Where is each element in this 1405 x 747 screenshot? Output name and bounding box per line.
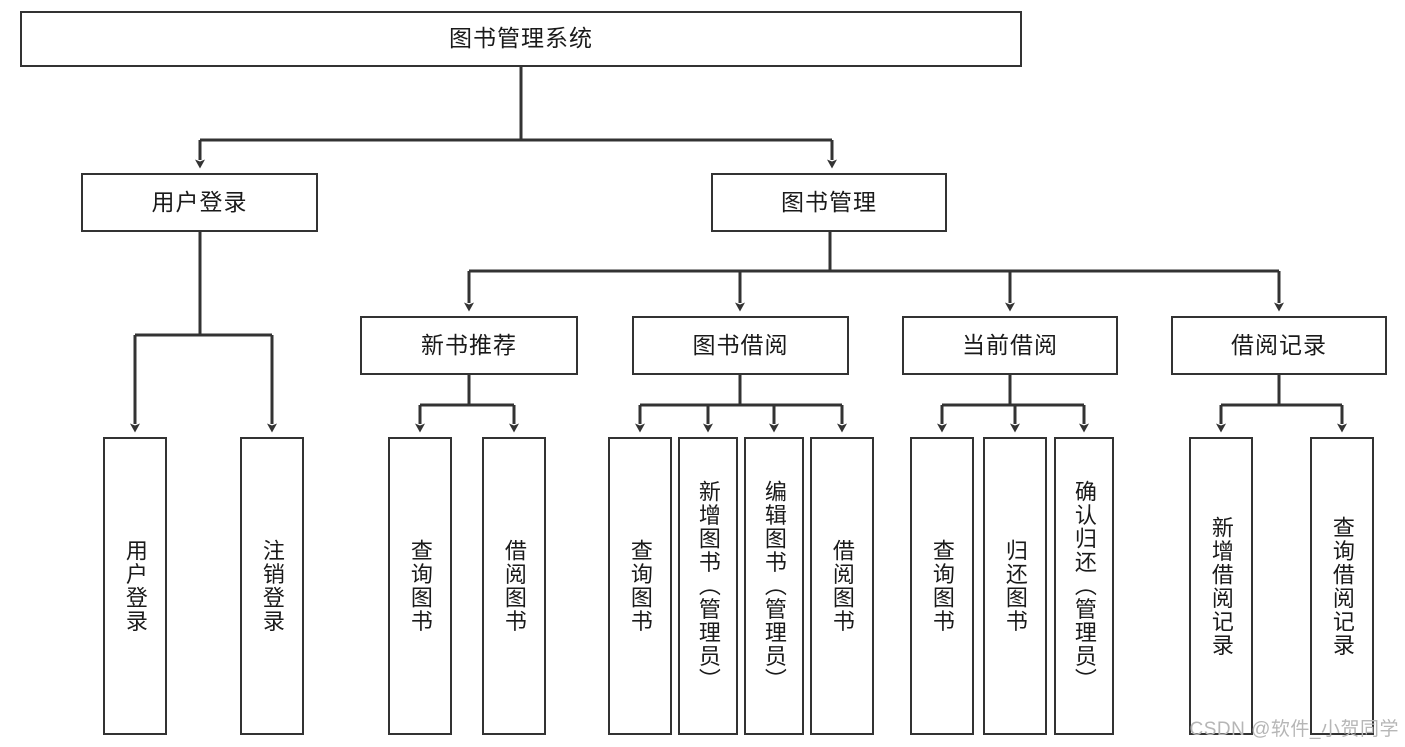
node-borrow-records[interactable]: 借阅记录 bbox=[1171, 316, 1387, 375]
leaf-query-book-rec-label: 查询图书 bbox=[407, 539, 433, 633]
leaf-query-borrow-record[interactable]: 查询借阅记录 bbox=[1310, 437, 1374, 735]
node-root-label: 图书管理系统 bbox=[449, 25, 593, 52]
leaf-query-book-current-label: 查询图书 bbox=[929, 539, 955, 633]
node-book-manage-label: 图书管理 bbox=[781, 188, 877, 215]
node-new-book-recommendation[interactable]: 新书推荐 bbox=[360, 316, 578, 375]
leaf-query-book-borrow-label: 查询图书 bbox=[627, 539, 653, 633]
leaf-query-book-current[interactable]: 查询图书 bbox=[910, 437, 974, 735]
leaf-confirm-return-admin-label: 确认归还（管理员） bbox=[1071, 480, 1097, 692]
node-current-borrow[interactable]: 当前借阅 bbox=[902, 316, 1118, 375]
leaf-confirm-return-admin[interactable]: 确认归还（管理员） bbox=[1054, 437, 1114, 735]
leaf-borrow-book[interactable]: 借阅图书 bbox=[810, 437, 874, 735]
node-borrow-records-label: 借阅记录 bbox=[1231, 331, 1327, 358]
leaf-edit-book-admin[interactable]: 编辑图书（管理员） bbox=[744, 437, 804, 735]
leaf-return-book-label: 归还图书 bbox=[1002, 539, 1028, 633]
leaf-user-logout-label: 注销登录 bbox=[259, 539, 285, 633]
node-root[interactable]: 图书管理系统 bbox=[20, 11, 1022, 67]
leaf-add-book-admin-label: 新增图书（管理员） bbox=[695, 480, 721, 692]
leaf-borrow-book-label: 借阅图书 bbox=[829, 539, 855, 633]
leaf-add-borrow-record[interactable]: 新增借阅记录 bbox=[1189, 437, 1253, 735]
leaf-add-book-admin[interactable]: 新增图书（管理员） bbox=[678, 437, 738, 735]
csdn-watermark: CSDN @软件_小贺同学 bbox=[1189, 719, 1399, 740]
leaf-borrow-book-rec-label: 借阅图书 bbox=[501, 539, 527, 633]
node-current-borrow-label: 当前借阅 bbox=[962, 331, 1058, 358]
leaf-borrow-book-recommendation[interactable]: 借阅图书 bbox=[482, 437, 546, 735]
leaf-query-borrow-record-label: 查询借阅记录 bbox=[1329, 515, 1355, 657]
leaf-user-login[interactable]: 用户登录 bbox=[103, 437, 167, 735]
node-user-login[interactable]: 用户登录 bbox=[81, 173, 318, 232]
leaf-return-book[interactable]: 归还图书 bbox=[983, 437, 1047, 735]
leaf-user-login-label: 用户登录 bbox=[122, 539, 148, 633]
node-new-book-rec-label: 新书推荐 bbox=[421, 331, 517, 358]
node-book-borrow[interactable]: 图书借阅 bbox=[632, 316, 849, 375]
leaf-add-borrow-record-label: 新增借阅记录 bbox=[1208, 515, 1234, 657]
node-book-manage[interactable]: 图书管理 bbox=[711, 173, 947, 232]
leaf-query-book-borrow[interactable]: 查询图书 bbox=[608, 437, 672, 735]
node-book-borrow-label: 图书借阅 bbox=[692, 331, 789, 358]
leaf-edit-book-admin-label: 编辑图书（管理员） bbox=[761, 480, 787, 692]
node-user-login-label: 用户登录 bbox=[151, 188, 248, 215]
leaf-user-logout[interactable]: 注销登录 bbox=[240, 437, 304, 735]
leaf-query-book-recommendation[interactable]: 查询图书 bbox=[388, 437, 452, 735]
